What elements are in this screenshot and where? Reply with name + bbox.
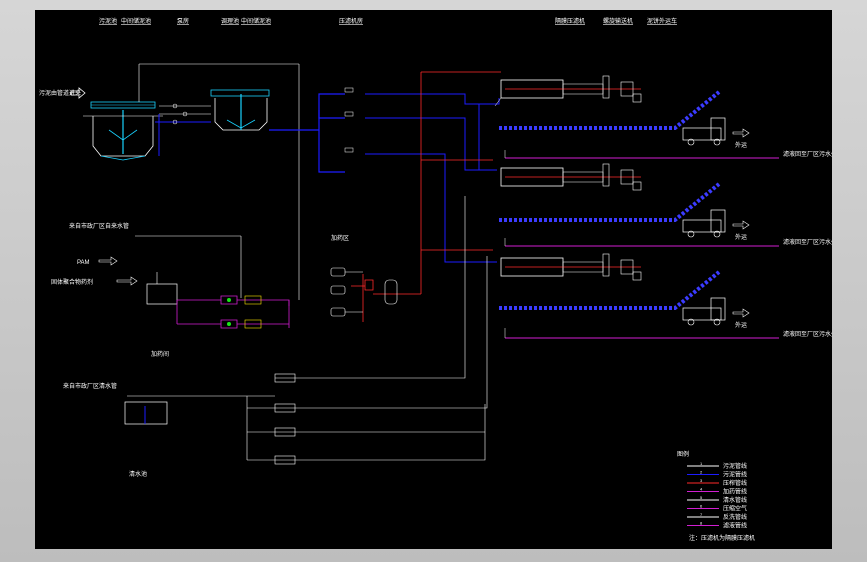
water-supply-label: 来自市政厂区清水管 (63, 382, 117, 390)
dosing-tank-icon (146, 283, 178, 305)
polymer-arrow-icon (116, 276, 138, 286)
filter-press-1 (494, 75, 642, 107)
filtrate-1-label: 滤液回至厂区污水处理系统 (783, 150, 832, 158)
legend-note: 注：压滤机为隔膜压滤机 (689, 534, 755, 542)
legend-code: 4 (700, 487, 703, 492)
sludge-inlet: 污泥由管道进来 (39, 87, 86, 99)
legend-item-label: 反洗管线 (723, 513, 747, 521)
dosing-pump-icon (227, 298, 231, 302)
header-intermediate-tank-2: 中间储泥池 (241, 17, 271, 25)
header-truck: 泥饼外运车 (647, 17, 677, 25)
truck-1-label: 外运 (735, 141, 747, 149)
transfer-pumps (138, 63, 300, 300)
header-filter-press: 隔膜压滤机 (555, 17, 585, 25)
header-conditioning-tank: 调理池 (221, 17, 239, 25)
header-labels: 污泥池 中间储泥池 泵房 调理池 中间储泥池 压滤机房 隔膜压滤机 螺旋输送机 … (99, 17, 677, 25)
truck-3: 外运 (682, 297, 750, 329)
header-pump-room: 泵房 (177, 17, 189, 25)
filtrate-lines: 滤液回至厂区污水处理系统 滤液回至厂区污水处理系统 滤液回至厂区污水处理系统 (504, 150, 832, 339)
filter-press-3 (500, 253, 642, 281)
legend: 图例 1 污泥管线 2 污泥管线 3 压榨管线 4 加药管线 5 清水管线 6 压缩空气 7 反洗管线 8 滤… (677, 450, 755, 542)
legend-title: 图例 (677, 450, 689, 458)
legend-code: 2 (700, 470, 703, 475)
pam-label: PAM (77, 260, 90, 266)
sludge-tank-1 (83, 101, 163, 161)
truck-2: 外运 (682, 209, 750, 241)
sludge-tank-2 (210, 89, 270, 131)
cad-canvas: 污泥池 中间储泥池 泵房 调理池 中间储泥池 压滤机房 隔膜压滤机 螺旋输送机 … (35, 10, 832, 549)
legend-code: 8 (700, 521, 703, 526)
air-station: 加药区 (330, 234, 398, 317)
legend-code: 6 (700, 504, 703, 509)
dosing-room-label: 加药间 (151, 350, 169, 358)
truck-3-label: 外运 (735, 321, 747, 329)
clean-water-system: 来自市政厂区清水管 清水池 (63, 196, 488, 478)
water-pump-room-label: 清水池 (129, 470, 147, 478)
filter-press-2 (500, 163, 642, 191)
filtrate-2-label: 滤液回至厂区污水处理系统 (783, 238, 832, 246)
export-arrow-icon (732, 308, 750, 318)
air-station-label: 加药区 (331, 234, 349, 242)
pump-icon (172, 103, 178, 109)
legend-item-label: 污泥管线 (723, 462, 747, 470)
legend-item-label: 滤液管线 (723, 522, 747, 530)
reagent-a-label: 来自市政厂区自来水管 (69, 222, 129, 230)
legend-code: 7 (700, 512, 703, 517)
header-intermediate-tank-1: 中间储泥池 (121, 17, 151, 25)
clean-water-tank-icon (124, 401, 168, 425)
pump-icon (172, 119, 178, 125)
legend-item-label: 加药管线 (723, 488, 747, 496)
pump-icon (182, 111, 188, 117)
dosing-area: 来自市政厂区自来水管 PAM 固体聚合物药剂 加药间 (51, 222, 290, 358)
header-press-room: 压滤机房 (339, 17, 363, 25)
pam-arrow-icon (98, 256, 118, 266)
legend-item-label: 污泥管线 (723, 471, 747, 479)
legend-item-label: 清水管线 (723, 496, 747, 504)
legend-item-label: 压缩空气 (723, 505, 747, 513)
legend-code: 3 (700, 478, 703, 483)
screw-conveyors (499, 90, 721, 310)
legend-code: 1 (700, 461, 703, 466)
polymer-label: 固体聚合物药剂 (51, 278, 93, 286)
truck-1: 外运 (682, 117, 750, 149)
export-arrow-icon (732, 220, 750, 230)
truck-2-label: 外运 (735, 233, 747, 241)
process-flow-diagram: 污泥池 中间储泥池 泵房 调理池 中间储泥池 压滤机房 隔膜压滤机 螺旋输送机 … (39, 17, 832, 542)
sludge-feed-lines (269, 87, 500, 263)
legend-code: 5 (700, 495, 703, 500)
sludge-inlet-label: 污泥由管道进来 (39, 89, 81, 97)
filtrate-3-label: 滤液回至厂区污水处理系统 (783, 330, 832, 338)
inlet-arrow-icon (70, 87, 86, 99)
header-screw-conveyor: 螺旋输送机 (603, 17, 633, 25)
legend-item-label: 压榨管线 (723, 479, 747, 487)
export-arrow-icon (732, 128, 750, 138)
air-tank-icon (384, 279, 398, 305)
dosing-pump-icon (227, 322, 231, 326)
header-sludge-tank: 污泥池 (99, 17, 117, 25)
